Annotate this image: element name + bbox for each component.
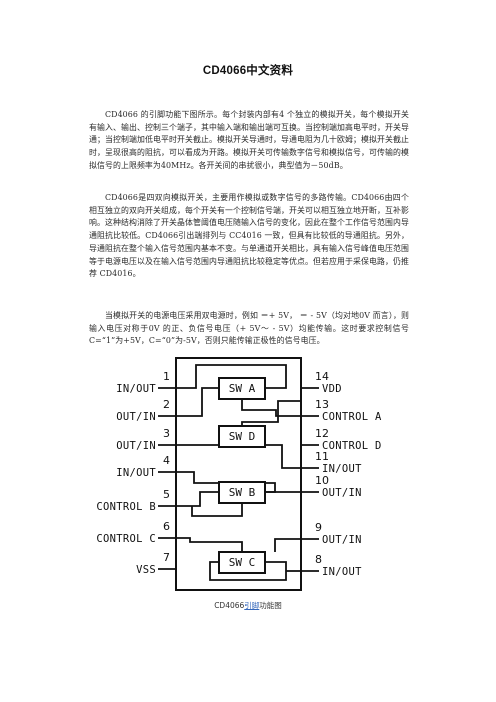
pin-5-number: 5 xyxy=(163,488,170,501)
pin-2-number: 2 xyxy=(163,398,170,411)
pin-12-label: CONTROL D xyxy=(322,440,382,452)
wire-sw-b-ctrl xyxy=(191,503,243,517)
switch-b-box xyxy=(218,481,266,504)
pin-11-label: IN/OUT xyxy=(322,463,362,475)
pin-4-label: IN/OUT xyxy=(116,467,156,479)
wire-sw-d-ctrl xyxy=(241,400,301,426)
switch-c-label: SW C xyxy=(229,556,256,569)
pin-7-number: 7 xyxy=(163,551,170,564)
pin-6-label: CONTROL C xyxy=(96,533,156,545)
pin-2-label: OUT/IN xyxy=(116,411,156,423)
pin-9-label: OUT/IN xyxy=(322,534,362,546)
pin-1-label: IN/OUT xyxy=(116,383,156,395)
pin-7-label: VSS xyxy=(136,564,156,576)
paragraph-2: CD4066是四双向模拟开关，主要用作模拟或数字信号的多路传输。CD4066由四… xyxy=(89,193,409,279)
pin-9-number: 9 xyxy=(315,521,322,534)
wire-sw-c-pin9 xyxy=(274,538,301,552)
wire-sw-c-ctrl xyxy=(176,537,243,552)
pin-14-label: VDD xyxy=(322,383,342,395)
pin-3-label: OUT/IN xyxy=(116,440,156,452)
pin-14-number: 14 xyxy=(315,370,329,383)
wire-sw-a-pin2 xyxy=(176,387,219,417)
wire-sw-c-left xyxy=(209,561,287,581)
pin-5-label: CONTROL B xyxy=(96,501,156,513)
pin-6-number: 6 xyxy=(163,520,170,533)
pin-13-number: 13 xyxy=(315,398,329,411)
pin-3-number: 3 xyxy=(163,427,170,440)
pin-11-number: 11 xyxy=(315,450,329,463)
switch-a-label: SW A xyxy=(229,382,256,395)
figure-caption: CD4066引脚功能图 xyxy=(0,600,496,611)
caption-link[interactable]: 引脚 xyxy=(244,601,260,610)
switch-d-box xyxy=(218,425,266,448)
wire-sw-a-ctrl xyxy=(241,399,301,417)
pin-10-number: 10 xyxy=(315,474,329,487)
pin-4-number: 4 xyxy=(163,454,170,467)
pin-13-label: CONTROL A xyxy=(322,411,382,423)
wire-sw-b-left xyxy=(176,491,219,507)
pinout-diagram: SW A SW D SW B SW C 1 2 3 4 5 6 7 14 13 … xyxy=(96,357,382,591)
paragraph-3: 当模拟开关的电源电压采用双电源时，例如 ＝+ 5V， ＝ - 5V（均对地0V … xyxy=(89,311,409,346)
pin-12-number: 12 xyxy=(315,427,329,440)
pin-10-label: OUT/IN xyxy=(322,487,362,499)
paragraph-1: CD4066 的引脚功能下图所示。每个封装内部有4 个独立的模拟开关，每个模拟开… xyxy=(89,110,409,170)
switch-d-label: SW D xyxy=(229,430,256,443)
caption-prefix: CD4066 xyxy=(214,601,245,610)
switch-a-box xyxy=(218,377,266,400)
pin-1-number: 1 xyxy=(163,370,170,383)
document-title: CD4066中文资料 xyxy=(202,65,294,77)
switch-c-box xyxy=(218,551,266,574)
chip-body xyxy=(175,357,302,591)
pin-8-label: IN/OUT xyxy=(322,566,362,578)
wire-sw-d-right xyxy=(265,444,301,469)
switch-b-label: SW B xyxy=(229,486,256,499)
wire-sw-a-left xyxy=(176,364,287,389)
caption-suffix: 功能图 xyxy=(259,601,282,610)
pin-8-number: 8 xyxy=(315,553,322,566)
